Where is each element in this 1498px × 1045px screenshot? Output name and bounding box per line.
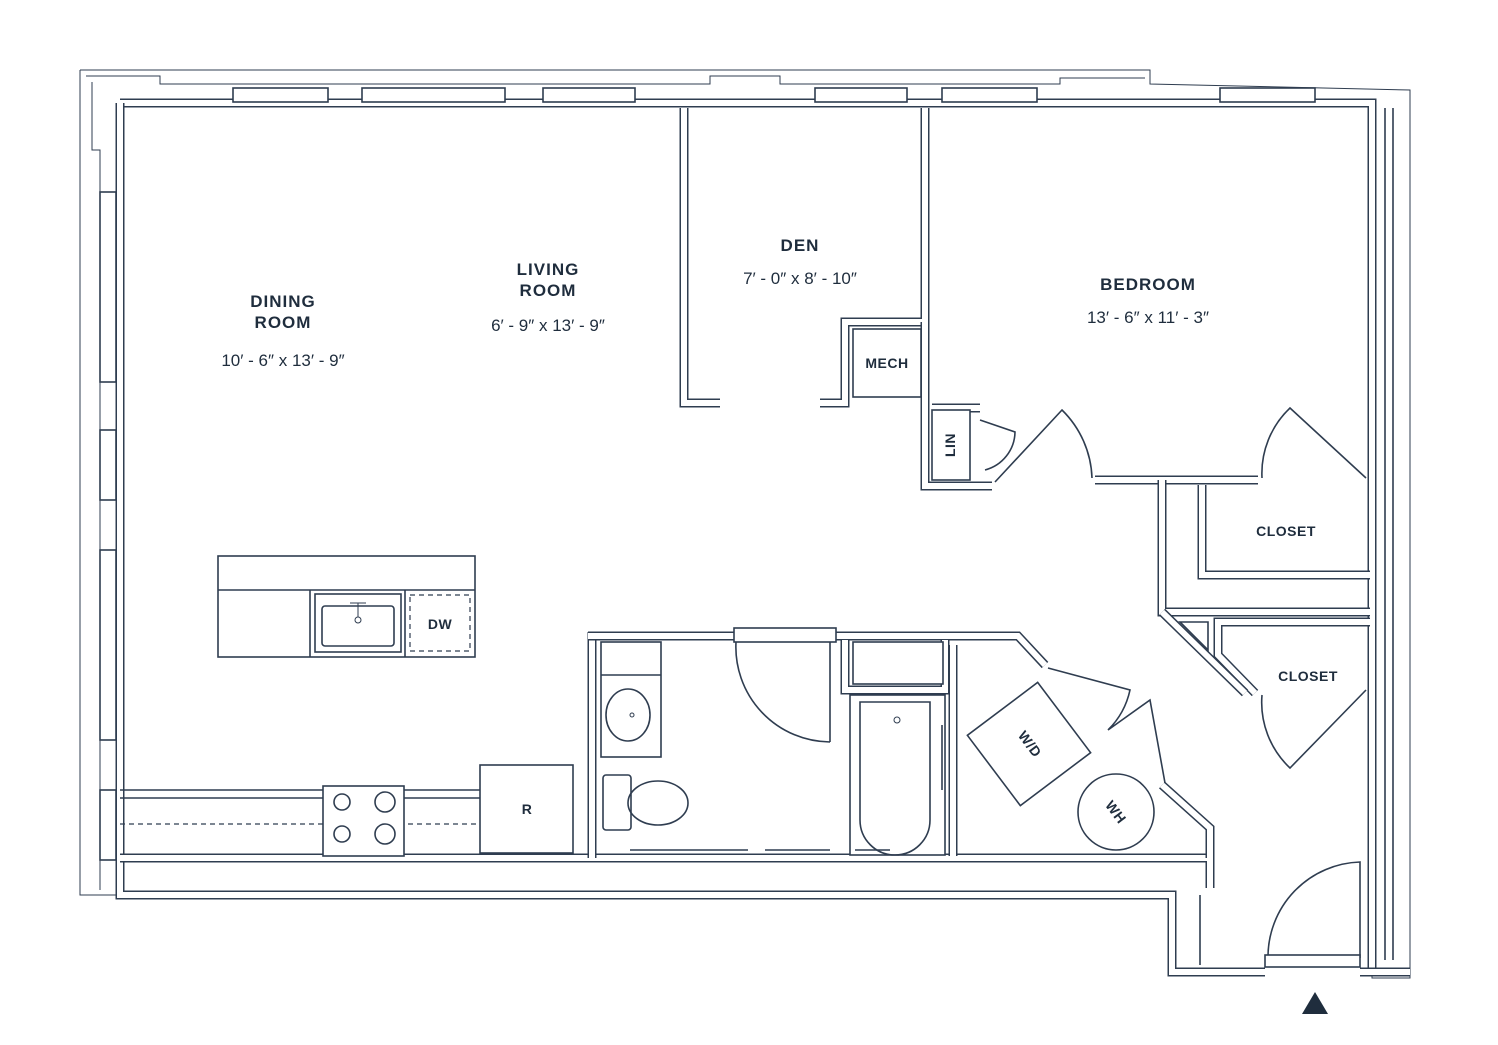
mech-label: MECH xyxy=(865,355,908,371)
living-room-label: LIVING xyxy=(517,260,580,279)
bedroom-label: BEDROOM xyxy=(1100,275,1196,294)
bathroom-fixtures xyxy=(600,641,946,856)
interior-walls xyxy=(587,108,1370,858)
den-dimensions: 7′ - 0″ x 8′ - 10″ xyxy=(743,269,857,288)
laundry xyxy=(966,681,1155,851)
closet-label-2: CLOSET xyxy=(1278,668,1338,684)
entry-triangle-icon xyxy=(1302,992,1328,1014)
living-room-label-2: ROOM xyxy=(520,281,577,300)
mech-closet xyxy=(852,328,922,398)
refrigerator-label: R xyxy=(522,801,533,817)
windows xyxy=(99,87,1316,861)
den-label: DEN xyxy=(781,236,820,255)
living-room-dimensions: 6′ - 9″ x 13′ - 9″ xyxy=(491,316,605,335)
washer-dryer-label: W/D xyxy=(1015,728,1045,761)
dining-room-label: DINING xyxy=(250,292,316,311)
dishwasher-label: DW xyxy=(428,616,453,632)
kitchen-counter xyxy=(120,764,574,857)
closet-label-1: CLOSET xyxy=(1256,523,1316,539)
kitchen-island xyxy=(217,555,476,658)
linen-closet xyxy=(931,409,971,481)
lin-label: LIN xyxy=(942,433,958,457)
dining-room-dimensions: 10′ - 6″ x 13′ - 9″ xyxy=(221,351,344,370)
doors xyxy=(735,406,1367,968)
water-heater-label: WH xyxy=(1102,797,1129,826)
dining-room-label-2: ROOM xyxy=(255,313,312,332)
bedroom-dimensions: 13′ - 6″ x 11′ - 3″ xyxy=(1087,308,1209,327)
